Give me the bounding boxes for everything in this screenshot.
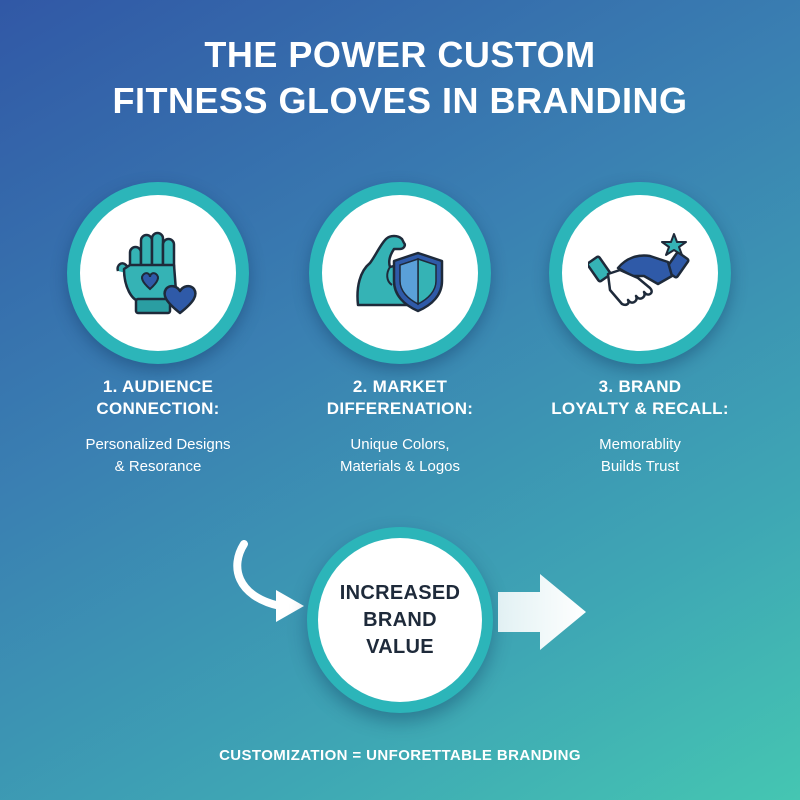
feature-description-line-2: & Resorance bbox=[114, 458, 202, 475]
feature-description: Memorablity Builds Trust bbox=[524, 434, 756, 478]
feature-description-line-2: Builds Trust bbox=[600, 458, 680, 475]
title-line-1: THE POWER CUSTOM bbox=[204, 34, 596, 75]
feature-brand-loyalty: 3. BRAND LOYALTY & RECALL: Memorablity B… bbox=[524, 182, 756, 478]
feature-icon-ring bbox=[67, 182, 249, 364]
muscle-shield-icon bbox=[356, 234, 444, 313]
feature-description: Personalized Designs & Resorance bbox=[42, 434, 274, 478]
brand-value-disc: INCREASED BRAND VALUE bbox=[318, 538, 482, 702]
feature-heading: 3. BRAND LOYALTY & RECALL: bbox=[524, 376, 756, 420]
title-line-2: FITNESS GLOVES IN BRANDING bbox=[112, 80, 688, 121]
brand-value-line-1: INCREASED bbox=[339, 581, 461, 604]
feature-icon-disc bbox=[322, 195, 478, 351]
handshake-star-icon bbox=[588, 233, 690, 307]
page-title: THE POWER CUSTOM FITNESS GLOVES IN BRAND… bbox=[0, 32, 800, 124]
feature-audience-connection: 1. AUDIENCE CONNECTION: Personalized Des… bbox=[42, 182, 274, 478]
curved-arrow-icon bbox=[233, 540, 304, 622]
feature-description-line-1: Unique Colors, bbox=[350, 436, 450, 453]
feature-heading: 2. MARKET DIFFERENATION: bbox=[284, 376, 516, 420]
feature-description-line-1: Memorablity bbox=[599, 436, 681, 453]
feature-description-line-2: Materials & Logos bbox=[339, 458, 461, 475]
feature-heading-line-1: 2. MARKET bbox=[352, 377, 448, 396]
feature-description-line-1: Personalized Designs bbox=[85, 436, 231, 453]
feature-heading-line-2: CONNECTION: bbox=[96, 399, 220, 418]
glove-heart-icon bbox=[116, 231, 197, 315]
feature-heading-line-2: LOYALTY & RECALL: bbox=[551, 399, 729, 418]
feature-description: Unique Colors, Materials & Logos bbox=[284, 434, 516, 478]
feature-heading-line-1: 1. AUDIENCE bbox=[102, 377, 214, 396]
feature-heading: 1. AUDIENCE CONNECTION: bbox=[42, 376, 274, 420]
feature-icon-disc bbox=[562, 195, 718, 351]
feature-heading-line-1: 3. BRAND bbox=[598, 377, 682, 396]
feature-icon-ring bbox=[549, 182, 731, 364]
brand-value-line-3: VALUE bbox=[366, 635, 434, 658]
footer-tagline: CUSTOMIZATION = UNFORETTABLE BRANDING bbox=[219, 747, 581, 764]
right-arrow-icon bbox=[498, 574, 586, 650]
feature-icon-ring bbox=[309, 182, 491, 364]
feature-icon-disc bbox=[80, 195, 236, 351]
brand-value-ring: INCREASED BRAND VALUE bbox=[307, 527, 493, 713]
brand-value-line-2: BRAND bbox=[363, 608, 437, 631]
feature-heading-line-2: DIFFERENATION: bbox=[326, 399, 474, 418]
feature-market-differentiation: 2. MARKET DIFFERENATION: Unique Colors, … bbox=[284, 182, 516, 478]
